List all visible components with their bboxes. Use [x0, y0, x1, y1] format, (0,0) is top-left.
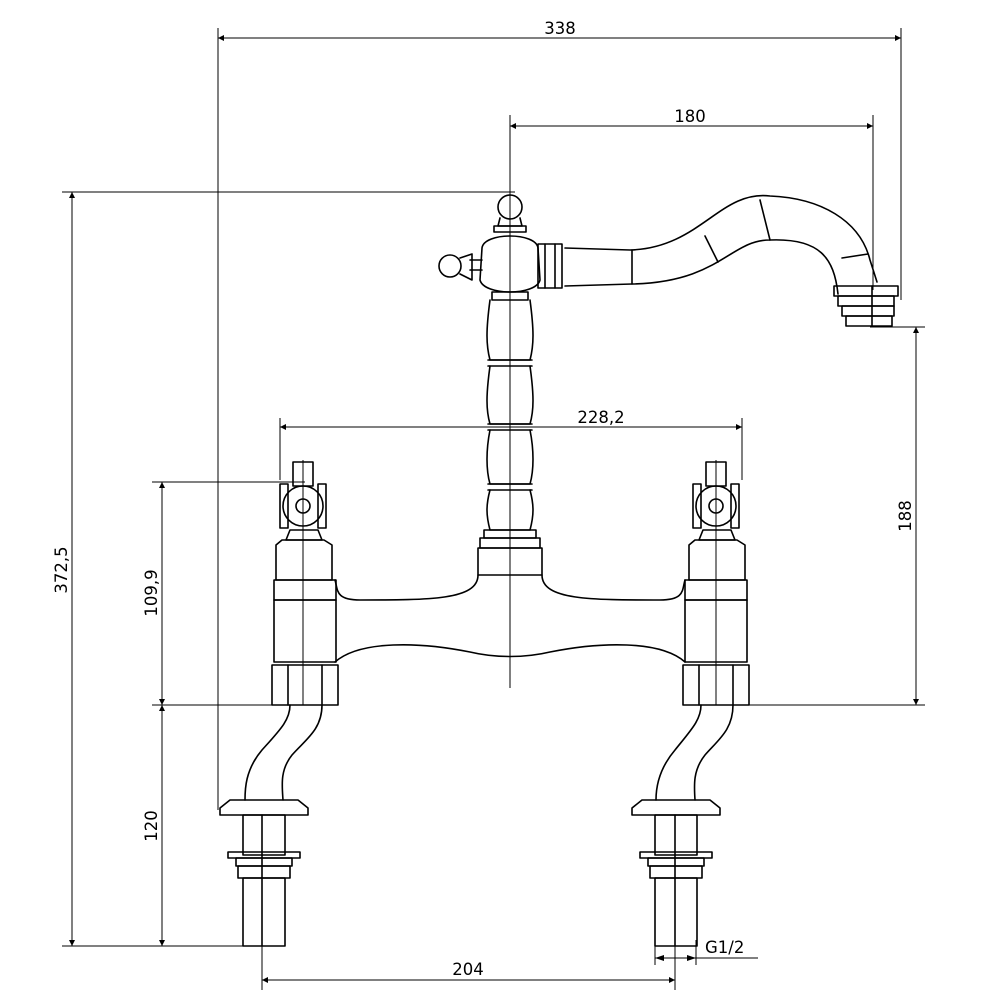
dimension-spout-reach: 180	[509, 107, 874, 290]
dim-label-spout-reach: 180	[674, 107, 706, 126]
centerlines	[302, 200, 717, 705]
dim-label-overall-width: 338	[544, 19, 576, 38]
left-valve	[219, 461, 339, 947]
dimension-overall-width: 338	[217, 19, 902, 810]
dim-label-spout-height: 188	[896, 500, 915, 532]
dimension-tail-spacing: 204	[261, 925, 676, 990]
dimension-spout-height: 188	[745, 326, 925, 706]
dim-label-tail-spacing: 204	[452, 960, 484, 979]
right-valve	[631, 461, 750, 947]
dimension-thread-size: G1/2	[654, 938, 758, 965]
dim-label-handle-height: 109,9	[142, 569, 161, 616]
center-column	[438, 194, 563, 576]
dimension-handle-height: 109,9	[142, 481, 305, 706]
dim-label-overall-height: 372,5	[52, 546, 71, 593]
dimension-overall-height: 372,5	[52, 191, 515, 947]
spout	[564, 194, 899, 327]
dimension-center-distance: 228,2	[279, 408, 743, 480]
dim-label-tail-length: 120	[142, 810, 161, 842]
dim-label-thread-size: G1/2	[705, 938, 744, 957]
dim-label-center-distance: 228,2	[577, 408, 624, 427]
dimension-tail-length: 120	[142, 705, 165, 946]
bridge-body	[334, 574, 686, 663]
